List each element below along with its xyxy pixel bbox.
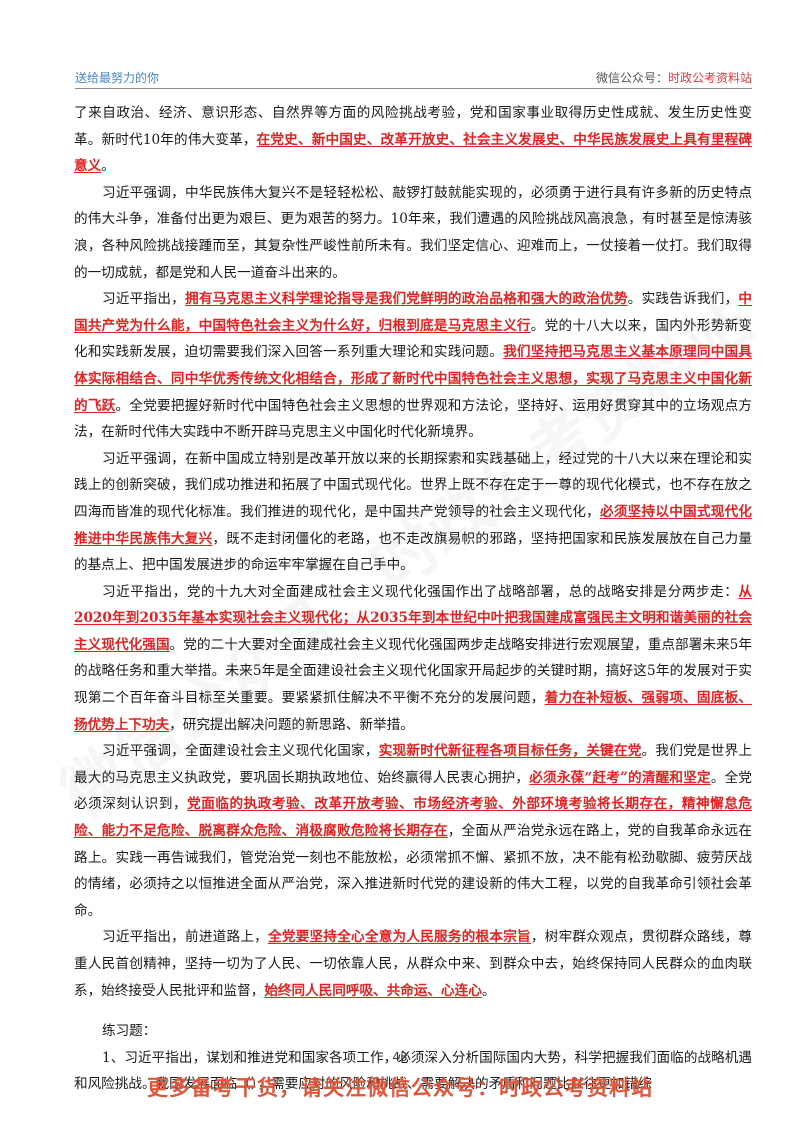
key-point-highlight: 全党要坚持全心全意为人民服务的根本宗旨 [268, 929, 531, 946]
body-paragraph: 习近平强调，在新中国成立特别是改革开放以来的长期探索和实践基础上，经过党的十八大… [74, 446, 752, 579]
key-point-highlight: 我们坚持把马克思主义基本原理同中国具体实际相结合、同中华优秀传统文化相结合，形成… [74, 344, 752, 414]
body-paragraph: 习近平指出，拥有马克思主义科学理论指导是我们党鲜明的政治品格和强大的政治优势。实… [74, 286, 752, 446]
body-paragraph: 习近平强调，全面建设社会主义现代化国家，实现新时代新征程各项目标任务，关键在党。… [74, 738, 752, 924]
key-point-highlight: 拥有马克思主义科学理论指导是我们党鲜明的政治品格和强大的政治优势 [185, 291, 628, 308]
header-wechat-name: 时政公考资料站 [667, 71, 752, 85]
body-paragraph: 习近平指出，党的十九大对全面建成社会主义现代化强国作出了战略部署，总的战略安排是… [74, 579, 752, 739]
key-point-highlight: 从2020年到2035年基本实现社会主义现代化；从2035年到本世纪中叶把我国建… [74, 583, 752, 653]
body-text: 1、习近平指出，谋划和推进党和国家各项工作，必须深入分析国际国内大势，科学把握我… [74, 1049, 752, 1093]
body-paragraph: 习近平强调，中华民族伟大复兴不是轻轻松松、敲锣打鼓就能实现的，必须勇于进行具有许… [74, 180, 752, 286]
key-point-highlight: 党面临的执政考验、改革开放考验、市场经济考验、外部环境考验将长期存在，精神懈怠危… [74, 796, 753, 840]
body-paragraph: 习近平指出，前进道路上，全党要坚持全心全意为人民服务的根本宗旨，树牢群众观点，贯… [74, 924, 752, 1004]
footer-banner: 更多备考干货，请关注微信公众号：时政公考资料站 [147, 1076, 653, 1100]
body-text: 习近平强调，中华民族伟大复兴不是轻轻松松、敲锣打鼓就能实现的，必须勇于进行具有许… [74, 184, 752, 281]
body-text: 。 [481, 982, 496, 999]
key-point-highlight: 实现新时代新征程各项目标任务，关键在党 [378, 743, 642, 760]
body-paragraph: 了来自政治、经济、意识形态、自然界等方面的风险挑战考验，党和国家事业取得历史性成… [74, 100, 752, 180]
body-text: 。 [101, 158, 115, 175]
body-text: 。我们党是世界上最大的马克思主义执政党，要巩固长期执政地位、始终赢得人民衷心拥护… [74, 743, 753, 786]
body-text: 。全党要把握好新时代中国特色社会主义思想的世界观和方法论，坚持好、运用好贯穿其中… [74, 397, 753, 441]
header-slogan: 送给最努力的你 [75, 71, 160, 85]
header-wechat-prefix: 微信公众号： [595, 71, 668, 85]
body-paragraph: 1、习近平指出，谋划和推进党和国家各项工作，必须深入分析国际国内大势，科学把握我… [74, 1045, 752, 1098]
key-point-highlight: 必须永葆“赶考”的清醒和坚定 [529, 769, 711, 786]
body-text: 。全党必须深刻认识到， [74, 769, 753, 813]
body-text: 习近平指出， [102, 291, 186, 308]
body-text: 。党的二十大要对全面建成社会主义现代化强国两步走战略安排进行宏观展望，重点部署未… [74, 636, 752, 707]
body-text: ，树牢群众观点，贯彻群众路线，尊重人民首创精神，坚持一切为了人民、一切依靠人民，… [74, 929, 753, 999]
body-paragraph: 练习题： [74, 1018, 752, 1045]
body-text: 了来自政治、经济、意识形态、自然界等方面的风险挑战考验，党和国家事业取得历史性成… [74, 105, 752, 148]
key-point-highlight: 在党史、新中国史、改革开放史、社会主义发展史、中华民族发展史上具有里程碑意义 [74, 131, 753, 175]
key-point-highlight: 必须坚持以中国式现代化推进中华民族伟大复兴 [74, 503, 753, 547]
page-header: 送给最努力的你 微信公众号：时政公考资料站 [75, 66, 752, 89]
document-body: 了来自政治、经济、意识形态、自然界等方面的风险挑战考验，党和国家事业取得历史性成… [74, 100, 752, 1098]
body-text: 练习题： [102, 1023, 157, 1040]
page-number: 43 [392, 1050, 408, 1064]
body-text: 。党的十八大以来，国内外形势新变化和实践新发展，迫切需要我们深入回答一系列重大理… [74, 317, 753, 361]
key-point-highlight: 中国共产党为什么能，中国特色社会主义为什么好，归根到底是马克思主义行 [74, 291, 753, 334]
body-text: 习近平强调，在新中国成立特别是改革开放以来的长期探索和实践基础上，经过党的十八大… [74, 450, 752, 520]
body-text: ，既不走封闭僵化的老路，也不走改旗易帜的邪路，坚持把国家和民族发展放在自己力量的… [74, 530, 753, 574]
body-text: 习近平指出，党的十九大对全面建成社会主义现代化强国作出了战略部署，总的战略安排是… [102, 583, 739, 600]
body-text: 。实践告诉我们， [627, 291, 739, 308]
header-wechat-account: 微信公众号：时政公考资料站 [596, 69, 752, 86]
body-text: 习近平强调，全面建设社会主义现代化国家， [102, 743, 379, 760]
body-text: 习近平指出，前进道路上， [102, 929, 269, 946]
paragraph-gap [74, 1004, 752, 1018]
key-point-highlight: 着力在补短板、强弱项、固底板、扬优势上下功夫 [74, 690, 753, 733]
body-text: ，研究提出解决问题的新思路、新举措。 [169, 716, 414, 733]
key-point-highlight: 始终同人民同呼吸、共命运、心连心 [264, 982, 482, 999]
body-text: ，全面从严治党永远在路上，党的自我革命永远在路上。实践一再告诫我们，管党治党一刻… [74, 823, 753, 919]
